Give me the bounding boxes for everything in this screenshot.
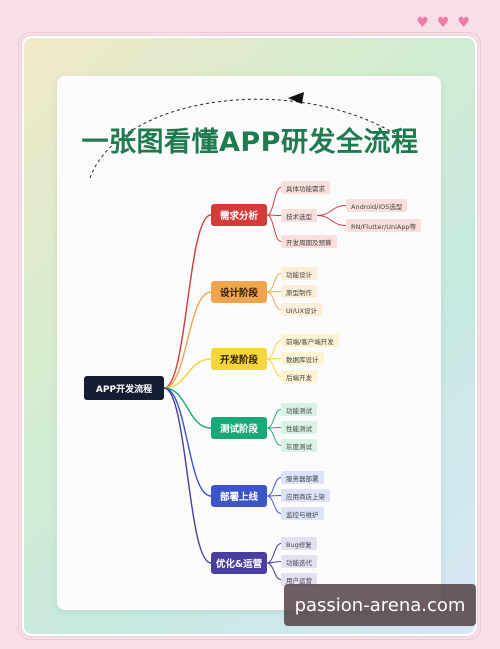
connector-line — [266, 291, 282, 293]
connector-line — [163, 387, 212, 497]
heart-icon: ♥ — [457, 15, 470, 31]
connector-line — [266, 543, 282, 564]
mindmap-card — [57, 76, 441, 610]
leaf-node: Bug修复 — [281, 537, 317, 550]
sub-leaf-node: RN/Flutter/UniApp等 — [346, 219, 422, 232]
connector-line — [316, 215, 347, 226]
root-node: APP开发流程 — [84, 376, 164, 400]
connector-line — [266, 214, 282, 242]
stage-node: 设计阶段 — [211, 281, 267, 303]
stage-node: 部署上线 — [211, 485, 267, 507]
connector-line — [163, 291, 212, 389]
connector-line — [266, 273, 282, 293]
connector-line — [266, 495, 282, 497]
stage-node: 开发阶段 — [211, 348, 267, 370]
connector-line — [266, 291, 282, 310]
leaf-node: 后端开发 — [281, 370, 317, 383]
connector-line — [163, 387, 212, 564]
connector-line — [266, 409, 282, 429]
connector-line — [266, 358, 282, 360]
leaf-node: 功能设计 — [281, 267, 317, 280]
stage-node: 优化&运营 — [211, 552, 267, 574]
connector-line — [266, 477, 282, 497]
page-title: 一张图看懂APP研发全流程 — [81, 127, 419, 158]
decorative-hearts: ♥ ♥ ♥ — [416, 16, 470, 30]
leaf-node: 技术选型 — [281, 209, 317, 222]
connector-line — [266, 187, 282, 216]
arrow-icon — [288, 92, 304, 104]
connector-line — [266, 340, 282, 360]
leaf-node: 前端/客户端开发 — [281, 334, 339, 347]
connector-line — [266, 358, 282, 377]
connector-line — [266, 427, 282, 429]
leaf-node: 功能测试 — [281, 403, 317, 416]
connector-line — [316, 205, 347, 216]
connector-line — [163, 358, 212, 389]
dashed-arc-decoration — [89, 98, 406, 179]
stage-node: 测试阶段 — [211, 417, 267, 439]
leaf-node: 开发周期及预算 — [281, 235, 337, 248]
leaf-node: 功能迭代 — [281, 555, 317, 568]
leaf-node: 数据库设计 — [281, 352, 324, 365]
leaf-node: 监控与维护 — [281, 507, 324, 520]
connector-line — [266, 495, 282, 514]
heart-icon: ♥ — [436, 15, 450, 31]
leaf-node: 用户运营 — [281, 573, 317, 586]
watermark: passion-arena.com — [284, 584, 476, 626]
leaf-node: 具体功能需求 — [281, 181, 330, 194]
leaf-node: 应用商店上架 — [281, 489, 330, 502]
leaf-node: 服务器部署 — [281, 471, 324, 484]
stage-node: 需求分析 — [211, 204, 267, 226]
leaf-node: 原型制作 — [281, 285, 317, 298]
connector-line — [266, 427, 282, 446]
sub-leaf-node: Android/iOS选型 — [346, 199, 408, 212]
connector-line — [163, 387, 212, 429]
connector-line — [163, 214, 212, 389]
heart-icon: ♥ — [416, 15, 429, 31]
leaf-node: 性能测试 — [281, 421, 317, 434]
connector-line — [266, 562, 282, 580]
leaf-node: 灰度测试 — [281, 439, 317, 452]
leaf-node: UI/UX设计 — [281, 303, 323, 316]
